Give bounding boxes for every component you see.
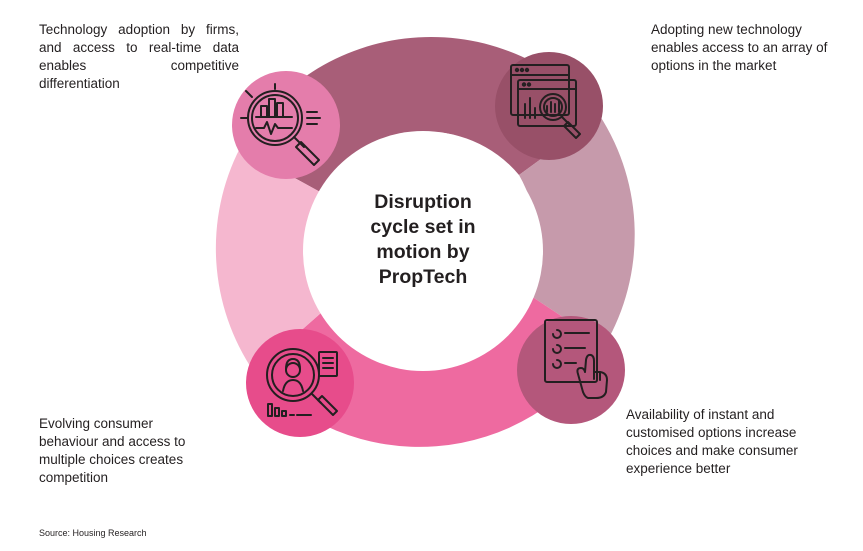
annotation-bottom-left: Evolving consumer behaviour and access t… bbox=[39, 416, 186, 485]
annotation-bottom-right: Availability of instant and customised o… bbox=[626, 407, 798, 476]
center-title-line-2: cycle set in bbox=[370, 216, 476, 238]
source-note: Source: Housing Research bbox=[39, 528, 147, 538]
segment-right bbox=[519, 116, 635, 345]
browser-chart-search-icon bbox=[510, 64, 581, 139]
segment-left bbox=[215, 148, 330, 372]
annotation-top-left: Technology adoption by firms, and access… bbox=[39, 22, 239, 91]
analytics-magnifier-icon bbox=[240, 83, 321, 166]
center-title-line-4: PropTech bbox=[378, 266, 468, 288]
annotation-top-right: Adopting new technology enables access t… bbox=[651, 22, 828, 73]
center-title-line-1: Disruption bbox=[374, 191, 472, 213]
checklist-touch-icon bbox=[544, 319, 608, 399]
node-top-left bbox=[232, 71, 340, 179]
consumer-search-icon bbox=[266, 348, 338, 417]
center-title-line-3: motion by bbox=[376, 241, 470, 263]
center-circle bbox=[303, 131, 543, 371]
center-title: Disruption cycle set in motion by PropTe… bbox=[338, 190, 508, 290]
